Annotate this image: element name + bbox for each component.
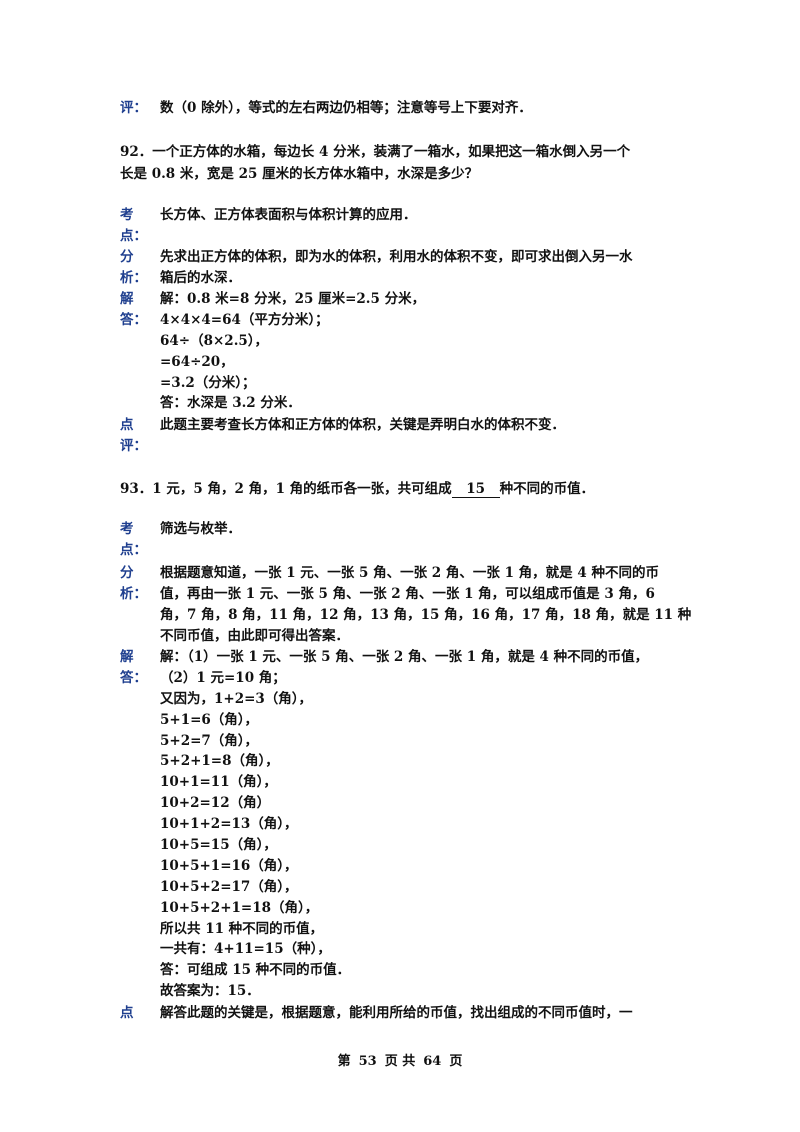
jieda-label-93: 解答： xyxy=(120,649,147,686)
answer-blank: 15 xyxy=(451,481,500,498)
top-comment-text: 数（0 除外），等式的左右两边仍相等；注意等号上下要对齐． xyxy=(160,100,532,116)
dianping-text-92: 此题主要考查长方体和正方体的体积，关键是弄明白水的体积不变． xyxy=(160,417,565,433)
question-93-suffix: 种不同的币值． xyxy=(499,481,595,497)
fenxi-text-93: 根据题意知道，一张 1 元、一张 5 角、一张 2 角、一张 1 角，就是 4 … xyxy=(160,565,692,644)
question-92-line: 92．一个正方体的水箱，每边长 4 分米，装满了一箱水，如果把这一箱水倒入另一个 xyxy=(120,144,631,160)
kaodian-label-92: 考点： xyxy=(120,207,147,244)
current-page-number: 53 xyxy=(358,1054,377,1069)
total-page-number: 64 xyxy=(423,1054,442,1069)
fenxi-label-92: 分析： xyxy=(120,249,147,286)
fenxi-text-92: 先求出正方体的体积，即为水的体积，利用水的体积不变，即可求出倒入另一水 箱后的水… xyxy=(160,249,633,286)
kaodian-text-93: 筛选与枚举． xyxy=(160,521,241,537)
kaodian-text-92: 长方体、正方体表面积与体积计算的应用． xyxy=(160,207,417,223)
dianping-label-93: 点 xyxy=(120,1005,134,1021)
jieda-text-93: 解：（1）一张 1 元、一张 5 角、一张 2 角、一张 1 角，就是 4 种不… xyxy=(160,649,649,1000)
dianping-label-92: 点评： xyxy=(120,417,147,454)
question-93-prefix: 93．1 元，5 角，2 角，1 角的纸币各一张，共可组成 xyxy=(120,481,452,497)
question-92: 92．一个正方体的水箱，每边长 4 分米，装满了一箱水，如果把这一箱水倒入另一个… xyxy=(120,141,690,185)
dianping-text-93: 解答此题的关键是，根据题意，能利用所给的币值，找出组成的不同币值时，一 xyxy=(160,1005,633,1021)
fenxi-label-93: 分析： xyxy=(120,565,147,602)
question-92-line: 长是 0.8 米，宽是 25 厘米的长方体水箱中，水深是多少？ xyxy=(120,166,479,182)
jieda-text-92: 解：0.8 米=8 分米，25 厘米=2.5 分米， 4×4×4=64（平方分米… xyxy=(160,291,426,412)
kaodian-label-93: 考点： xyxy=(120,521,147,558)
dianping-label-top: 评： xyxy=(120,100,147,116)
jieda-label-92: 解答： xyxy=(120,291,147,328)
